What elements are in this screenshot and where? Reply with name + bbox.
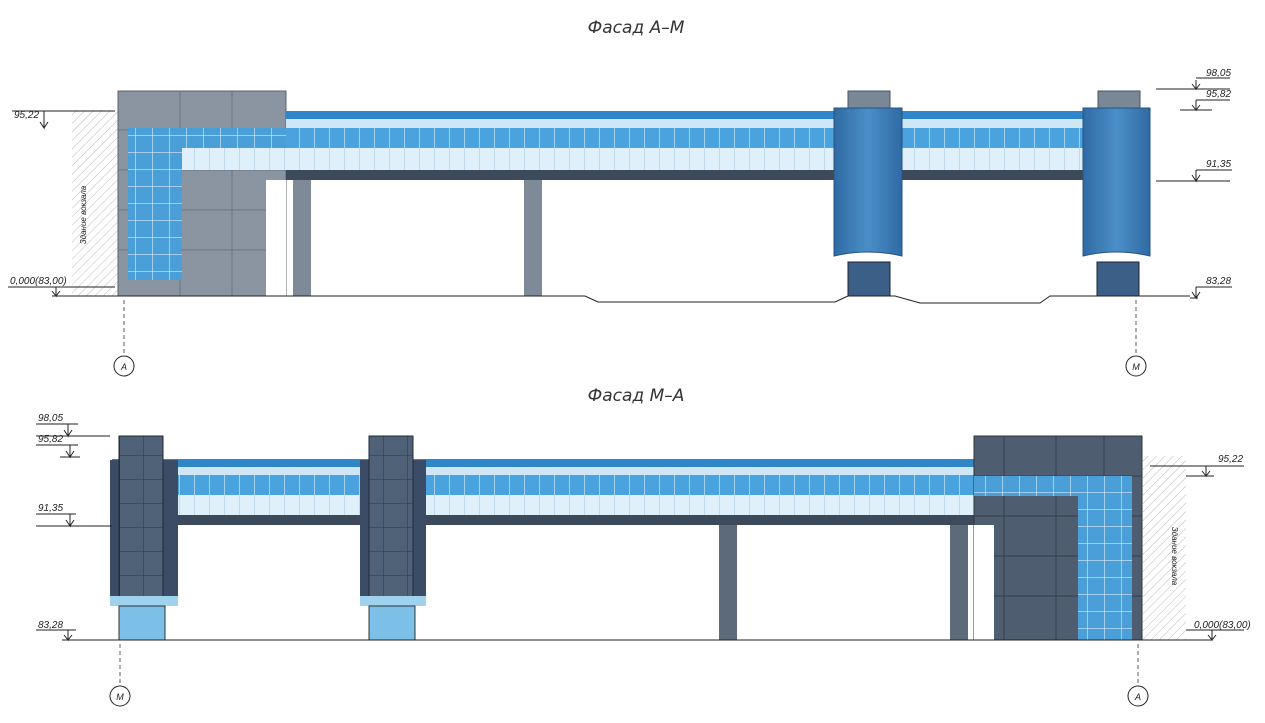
level-mark: 95,22 xyxy=(1218,454,1243,465)
elevation-bottom-title: Фасад М–А xyxy=(588,386,685,406)
entrance-glazing xyxy=(1078,476,1132,640)
axis-bubble xyxy=(113,355,135,377)
axis-label: А xyxy=(1134,692,1141,702)
level-mark: 83,28 xyxy=(1206,276,1231,287)
level-mark: 95,82 xyxy=(1206,89,1231,100)
column xyxy=(293,180,311,296)
gallery-upper-glazing xyxy=(286,128,1122,148)
level-mark: 98,05 xyxy=(38,413,63,424)
level-mark: 98,05 xyxy=(1206,68,1231,79)
existing-building-label: Здание вокзала xyxy=(1170,527,1179,586)
gallery-lower-glazing xyxy=(182,148,1122,170)
column xyxy=(524,180,542,296)
level-mark: 95,22 xyxy=(14,110,39,121)
gallery-deck xyxy=(286,170,1122,180)
gallery-lower-glazing xyxy=(112,495,992,515)
entrance-glazing xyxy=(128,128,182,280)
axis-bubble xyxy=(1127,685,1149,707)
level-mark: 91,35 xyxy=(38,503,63,514)
column xyxy=(719,525,737,640)
gallery-roof xyxy=(112,459,974,467)
ground-line xyxy=(52,295,1190,304)
gallery-deck xyxy=(112,515,992,525)
axis-label: М xyxy=(1132,362,1140,372)
elevation-top-title: Фасад А–М xyxy=(588,18,685,38)
stair-tower xyxy=(1082,107,1151,257)
axis-label: М xyxy=(116,692,124,702)
existing-building-hatch xyxy=(1142,456,1186,640)
elevation-top: Фасад А–М Здание вокзала 95,22 xyxy=(8,18,1232,377)
level-mark: 91,35 xyxy=(1206,159,1231,170)
axis-bubble xyxy=(1125,355,1147,377)
gallery-roof xyxy=(286,111,1122,119)
axis-label: А xyxy=(120,362,127,372)
column xyxy=(950,525,968,640)
stair-tower xyxy=(118,435,164,601)
elevation-bottom: Фасад М–А Здание вокзала 98,05 xyxy=(36,386,1251,707)
level-mark: 83,28 xyxy=(38,620,63,631)
gallery-upper-glazing xyxy=(112,475,974,495)
existing-building-label: Здание вокзала xyxy=(79,185,88,244)
stair-tower xyxy=(368,435,414,601)
level-mark: 0,000(83,00) xyxy=(10,276,67,287)
level-mark: 0,000(83,00) xyxy=(1194,620,1251,631)
stair-tower xyxy=(833,107,903,257)
axis-bubble xyxy=(109,685,131,707)
level-mark: 95,82 xyxy=(38,434,63,445)
existing-building-hatch xyxy=(72,110,118,296)
